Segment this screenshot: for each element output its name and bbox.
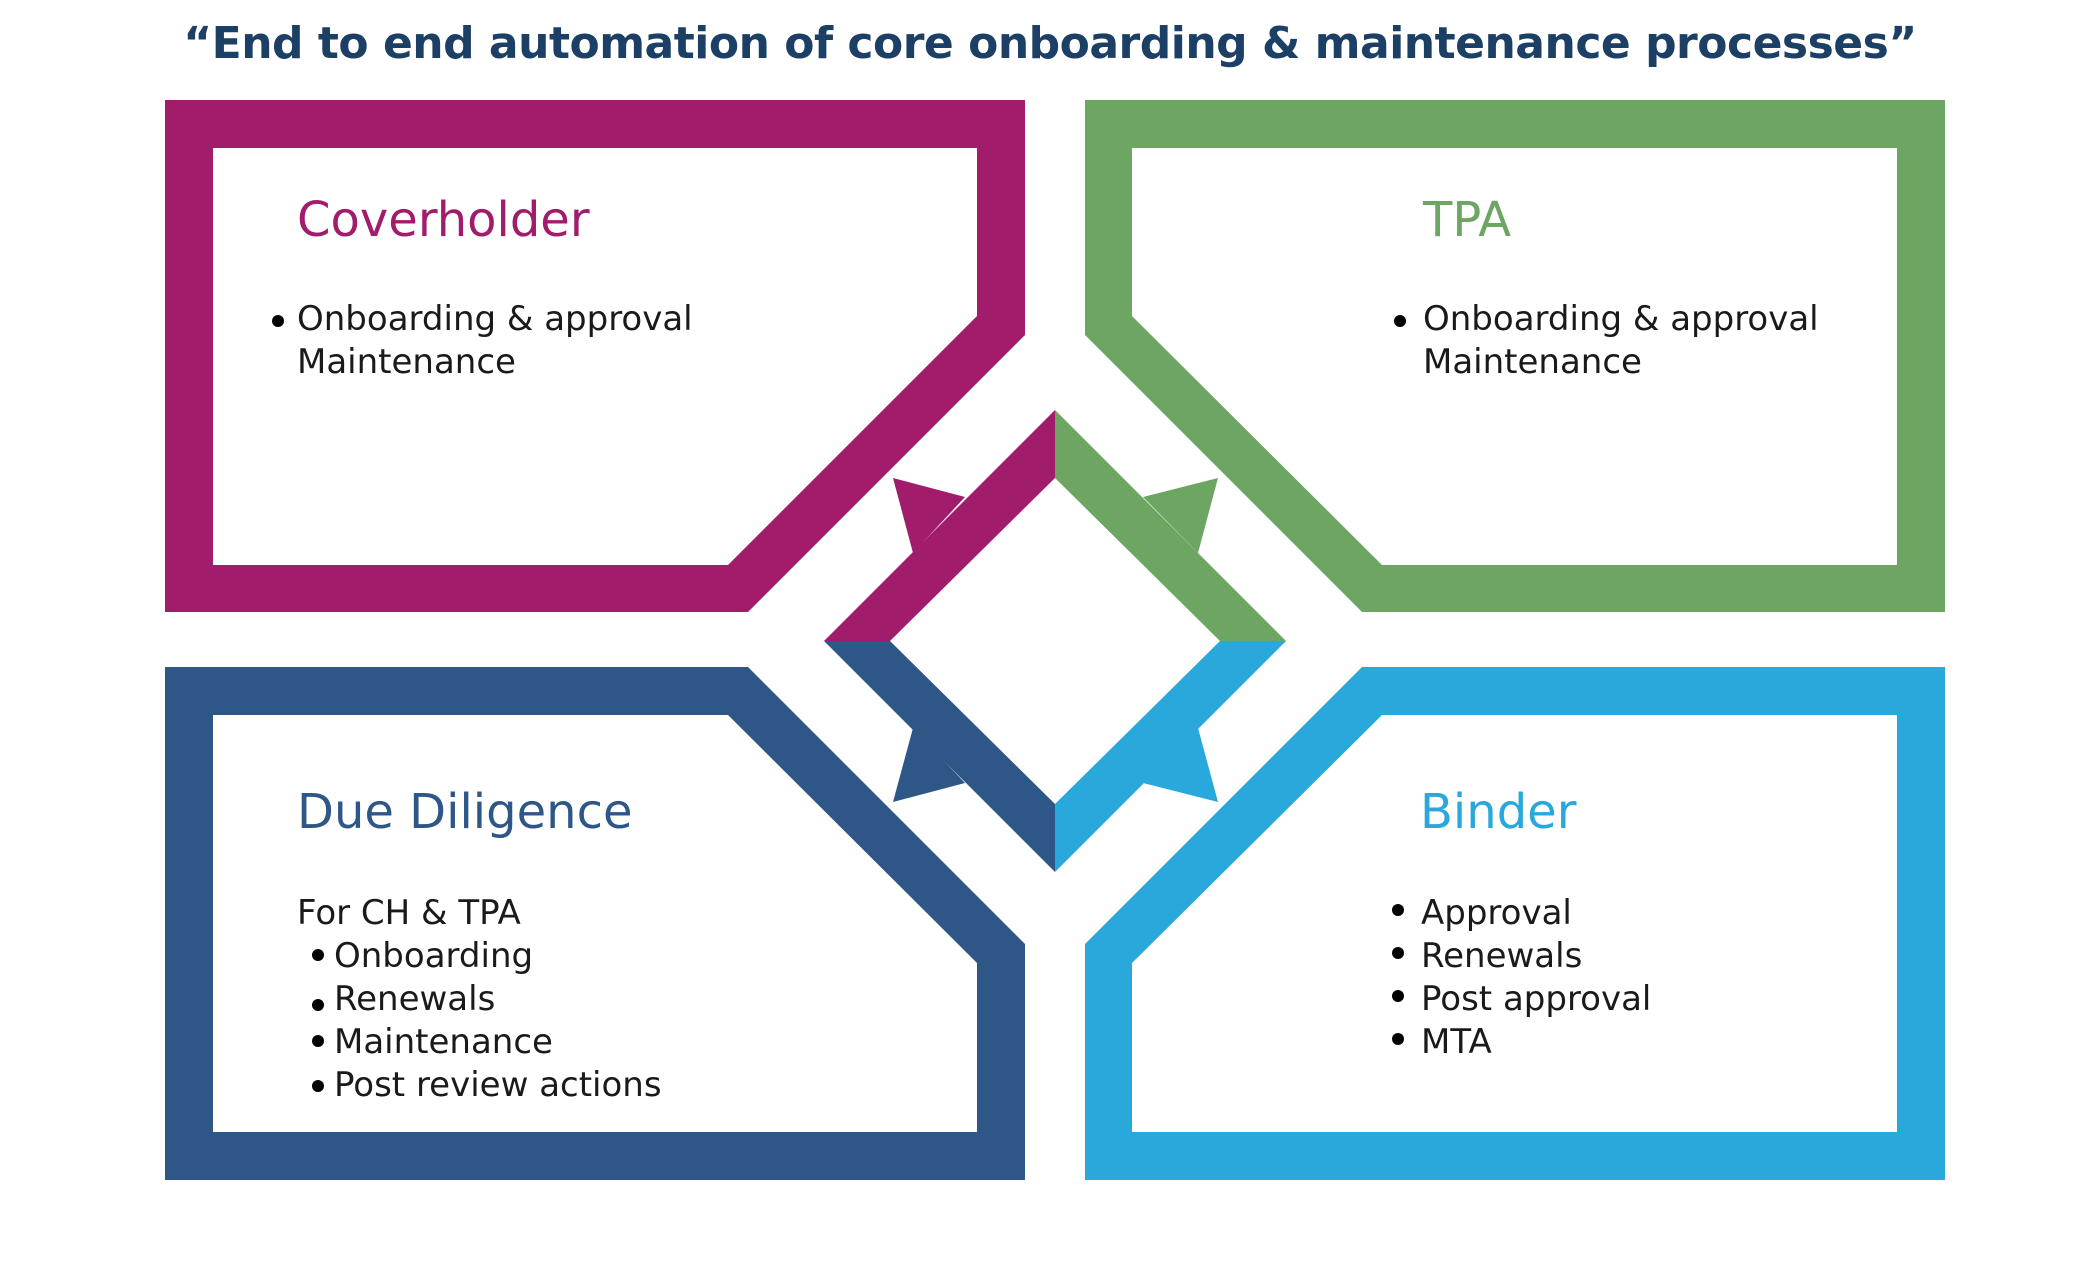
list-item: Post review actions [297,1064,662,1107]
page-title: “End to end automation of core onboardin… [183,18,1917,69]
tpa-frame [1085,100,1945,612]
bullet-dot [272,315,284,327]
binder-list: Approval Renewals Post approval MTA [1384,892,1651,1064]
bullet-dot [1394,315,1406,327]
coverholder-frame [165,100,1025,612]
bullet-dot [1392,1033,1404,1045]
tpa-title: TPA [1423,192,1512,248]
bullet-dot [1392,947,1404,959]
due-diligence-list: For CH & TPA Onboarding Renewals Mainten… [297,892,662,1107]
binder-frame [1085,667,1945,1180]
cycle-arrow-binder [1143,728,1218,802]
list-item: Maintenance [297,342,516,382]
center-cycle [824,410,1286,872]
cycle-segment-tpa [1055,410,1286,641]
binder-title: Binder [1420,784,1577,840]
list-item: Post approval [1384,978,1651,1021]
cycle-segment-coverholder [824,410,1055,641]
due-diligence-frame [165,667,1025,1180]
cycle-arrow-due-diligence [893,728,965,802]
list-item: Approval [1384,892,1651,935]
cycle-arrow-coverholder [893,478,965,553]
cycle-arrow-tpa [1143,478,1218,553]
list-item: Onboarding & approval [1423,299,1819,339]
coverholder-title: Coverholder [297,192,590,248]
bullet-dot [1392,990,1404,1002]
list-intro: For CH & TPA [297,893,521,933]
bullet-dot [312,949,324,961]
tpa-list: Onboarding & approval Maintenance [1394,298,1819,384]
bullet-dot [312,999,324,1011]
bullet-dot [1392,904,1404,916]
bullet-dot [312,1080,324,1092]
list-item: Renewals [297,978,662,1021]
list-item: MTA [1384,1021,1651,1064]
list-item: Onboarding [297,935,662,978]
list-item: Onboarding & approval [297,299,693,339]
list-item: Renewals [1384,935,1651,978]
bullet-dot [312,1035,324,1047]
coverholder-list: Onboarding & approval Maintenance [272,298,693,384]
list-item: Maintenance [297,1021,662,1064]
list-item: Maintenance [1423,342,1642,382]
due-diligence-title: Due Diligence [297,784,633,840]
